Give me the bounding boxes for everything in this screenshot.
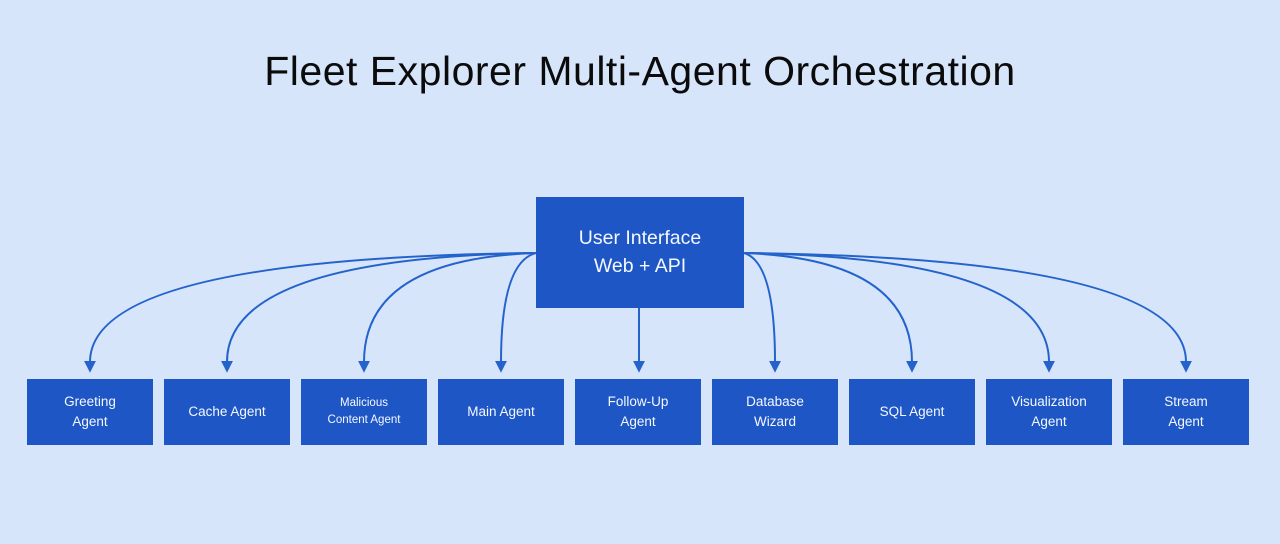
node-sql-agent: SQL Agent xyxy=(849,379,975,445)
edge-ui-to-cache-agent xyxy=(221,252,537,373)
edge-ui-to-stream-agent xyxy=(743,252,1192,373)
node-sql-agent-label: SQL Agent xyxy=(879,404,945,420)
node-main-agent-label: Main Agent xyxy=(467,404,535,420)
edge-ui-to-main-agent xyxy=(495,252,537,373)
node-cache-agent: Cache Agent xyxy=(164,379,290,445)
node-database-wizard: Database Wizard xyxy=(712,379,838,445)
node-stream-agent-label: Stream Agent xyxy=(1164,394,1208,429)
node-visualization-agent: Visualization Agent xyxy=(986,379,1112,445)
edge-ui-to-malicious-content-agent xyxy=(358,252,537,373)
edge-ui-to-visualization-agent xyxy=(743,252,1055,373)
node-stream-agent: Stream Agent xyxy=(1123,379,1249,445)
agents-row: Greeting Agent Cache Agent Malicious Con… xyxy=(27,379,1249,445)
node-visualization-agent-label: Visualization Agent xyxy=(1011,394,1087,429)
node-user-interface: User Interface Web + API xyxy=(536,197,744,308)
node-database-wizard-label: Database Wizard xyxy=(746,394,804,429)
node-follow-up-agent: Follow-Up Agent xyxy=(575,379,701,445)
edge-ui-to-sql-agent xyxy=(743,252,918,373)
node-main-agent: Main Agent xyxy=(438,379,564,445)
diagram-title: Fleet Explorer Multi-Agent Orchestration xyxy=(264,48,1016,94)
node-follow-up-agent-label: Follow-Up Agent xyxy=(607,394,669,429)
node-greeting-agent-label: Greeting Agent xyxy=(64,394,116,429)
node-user-interface-label: User Interface Web + API xyxy=(578,227,702,277)
node-malicious-content-agent: Malicious Content Agent xyxy=(301,379,427,445)
node-cache-agent-label: Cache Agent xyxy=(188,404,266,420)
node-greeting-agent: Greeting Agent xyxy=(27,379,153,445)
edge-ui-to-database-wizard xyxy=(743,252,781,373)
edge-ui-to-greeting-agent xyxy=(84,252,537,373)
node-malicious-content-agent-label: Malicious Content Agent xyxy=(327,396,401,426)
